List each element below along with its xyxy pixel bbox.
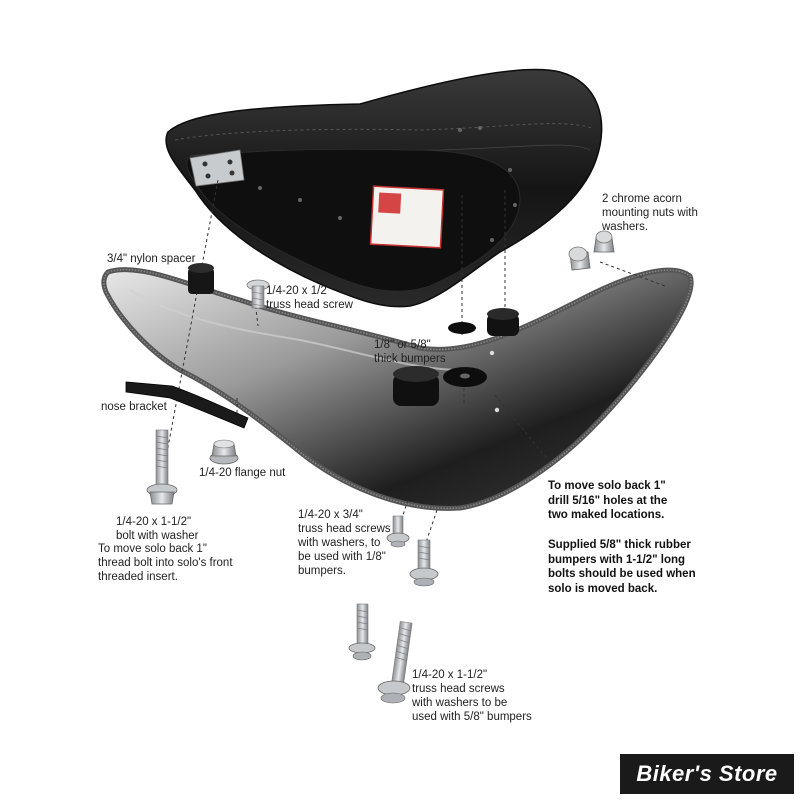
bolt-with-washer bbox=[146, 429, 178, 505]
label-bumpers: 1/8" or 5/8" thick bumpers bbox=[374, 339, 446, 365]
label-nose-bracket: nose bracket bbox=[101, 401, 167, 413]
label-flange-nut: 1/4-20 flange nut bbox=[199, 467, 286, 479]
acorn-nuts bbox=[568, 230, 615, 271]
label-truss-long: 1/4-20 x 1-1/2" truss head screws with w… bbox=[412, 669, 532, 723]
watermark-text: Biker's Store bbox=[636, 761, 778, 786]
note-move-back: To move solo back 1" drill 5/16" holes a… bbox=[548, 480, 668, 521]
solo-seat bbox=[165, 68, 603, 308]
label-bolt-washer: 1/4-20 x 1-1/2" bolt with washer bbox=[116, 516, 199, 542]
label-bolt-washer-note: To move solo back 1" thread bolt into so… bbox=[98, 543, 233, 583]
label-acorn-nuts: 2 chrome acorn mounting nuts with washer… bbox=[602, 193, 698, 233]
flange-nut bbox=[209, 439, 239, 465]
truss-screws-three-quarter bbox=[386, 515, 439, 587]
truss-head-screw-half bbox=[246, 279, 270, 309]
label-nylon-spacer: 3/4" nylon spacer bbox=[107, 253, 196, 265]
note-supplied-bumpers: Supplied 5/8" thick rubber bumpers with … bbox=[548, 539, 696, 595]
label-truss-three-quarter: 1/4-20 x 3/4" truss head screws with was… bbox=[298, 509, 391, 577]
label-truss-half: 1/4-20 x 1/2" truss head screw bbox=[266, 285, 353, 311]
nose-bracket bbox=[125, 381, 249, 429]
rubber-bumpers bbox=[393, 308, 519, 406]
bikers-store-watermark: Biker's Store bbox=[620, 754, 794, 794]
truss-screws-long bbox=[348, 603, 413, 704]
nylon-spacer bbox=[188, 263, 214, 294]
